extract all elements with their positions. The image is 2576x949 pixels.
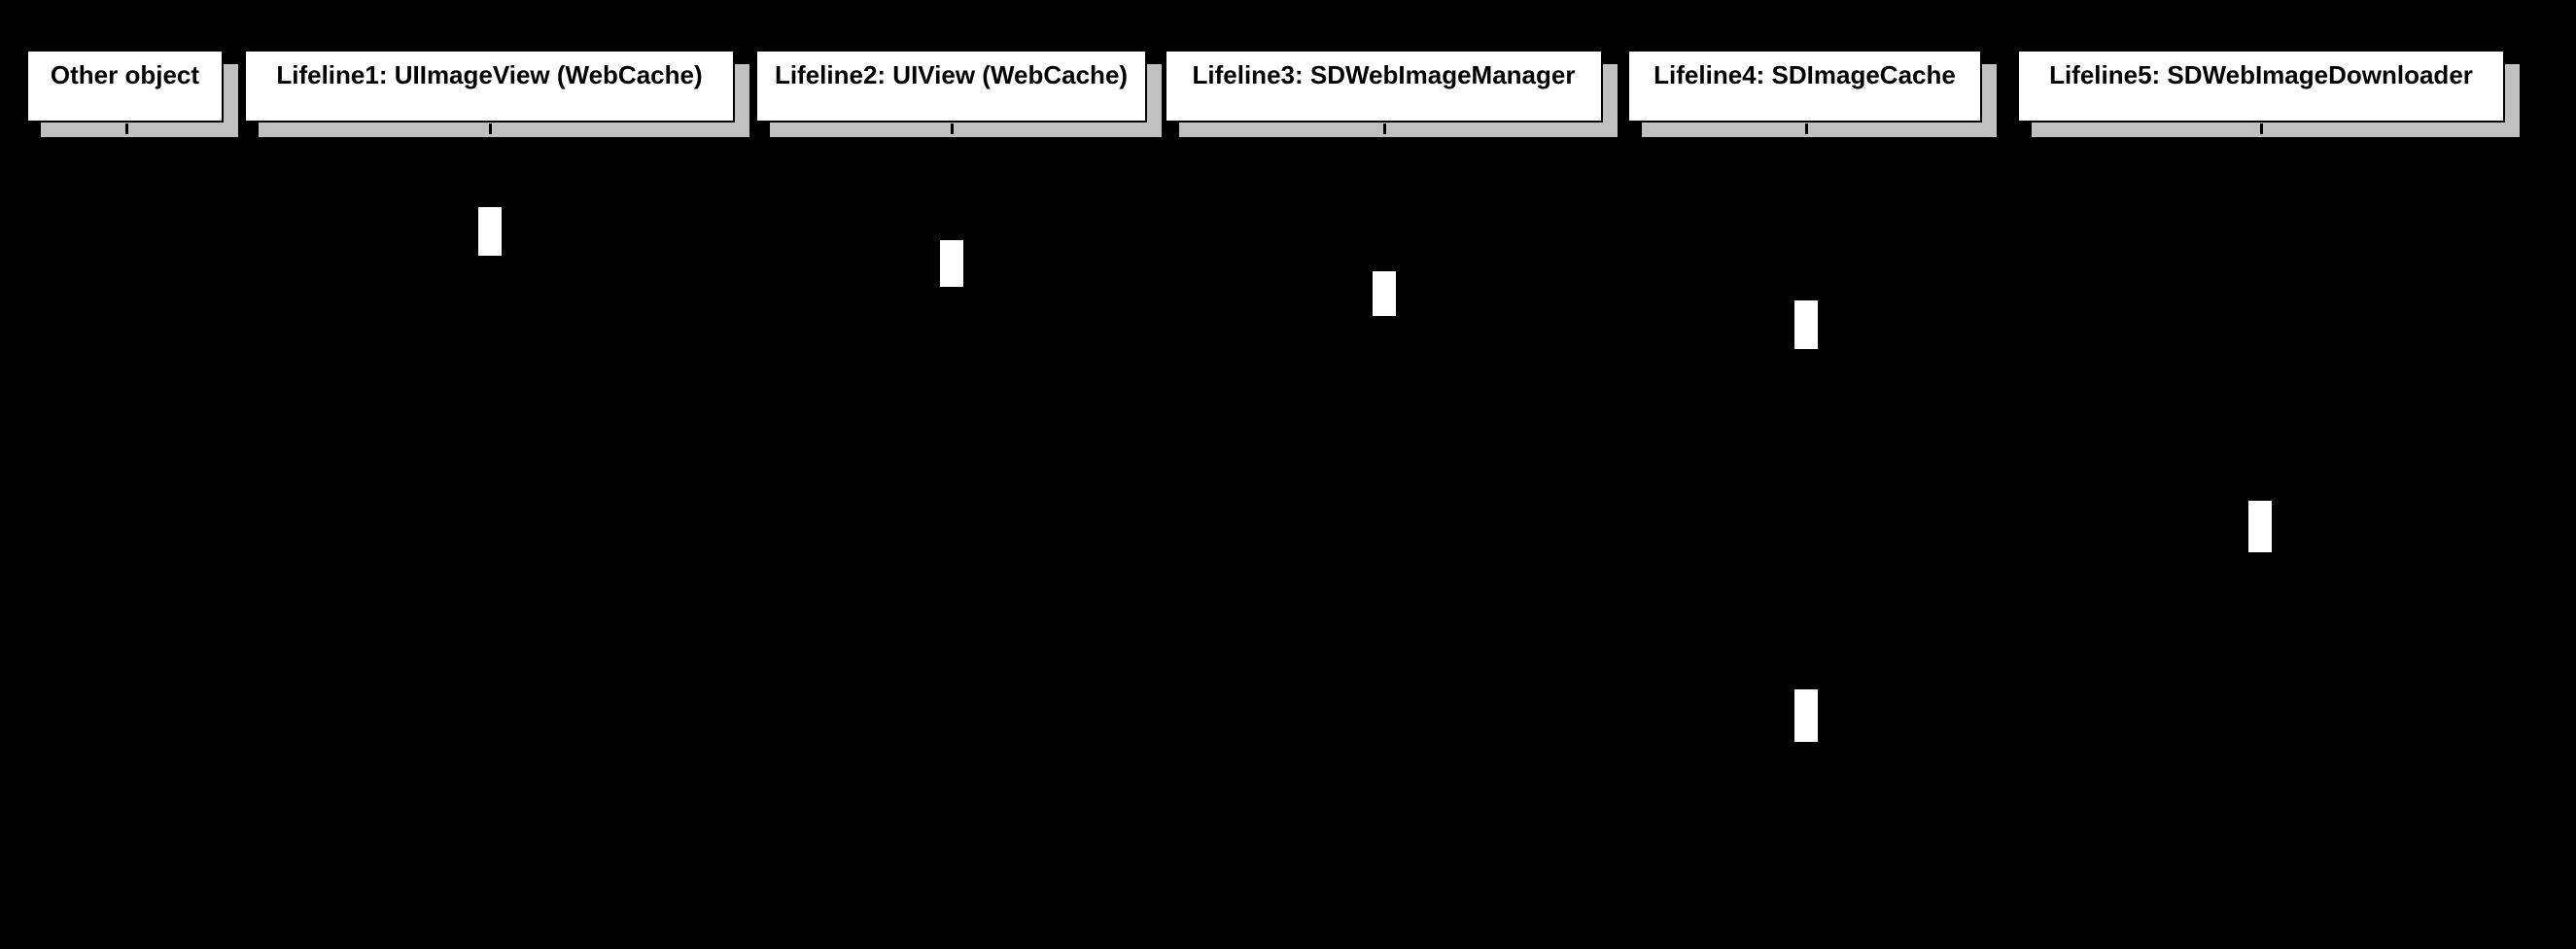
activation-bar bbox=[1794, 300, 1818, 349]
lifeline-dashed-line bbox=[125, 123, 128, 934]
lifeline-dashed-line bbox=[489, 123, 492, 934]
lifeline-head-box: Other object bbox=[26, 50, 224, 123]
lifeline-head-label: Lifeline4: SDImageCache bbox=[1654, 60, 1956, 89]
lifeline-dashed-line bbox=[1383, 123, 1386, 934]
lifeline-head-label: Lifeline5: SDWebImageDownloader bbox=[2049, 60, 2473, 89]
lifeline-head-box: Lifeline3: SDWebImageManager bbox=[1165, 50, 1603, 123]
activation-bar bbox=[478, 207, 502, 256]
lifeline-head-label: Other object bbox=[50, 60, 200, 89]
lifeline-head-label: Lifeline1: UIImageView (WebCache) bbox=[276, 60, 703, 89]
lifeline-dashed-line bbox=[951, 123, 954, 934]
lifeline-dashed-line bbox=[1805, 123, 1808, 934]
activation-bar bbox=[2248, 501, 2272, 552]
lifeline-head-label: Lifeline2: UIView (WebCache) bbox=[774, 60, 1129, 89]
activation-bar bbox=[1794, 689, 1818, 742]
lifeline-head-box: Lifeline2: UIView (WebCache) bbox=[755, 50, 1147, 123]
lifeline-head-box: Lifeline4: SDImageCache bbox=[1627, 50, 1982, 123]
activation-bar bbox=[940, 240, 963, 287]
lifeline-head-label: Lifeline3: SDWebImageManager bbox=[1192, 60, 1576, 89]
activation-bar bbox=[1373, 271, 1396, 316]
lifeline-head-box: Lifeline1: UIImageView (WebCache) bbox=[244, 50, 735, 123]
lifeline-head-box: Lifeline5: SDWebImageDownloader bbox=[2017, 50, 2505, 123]
